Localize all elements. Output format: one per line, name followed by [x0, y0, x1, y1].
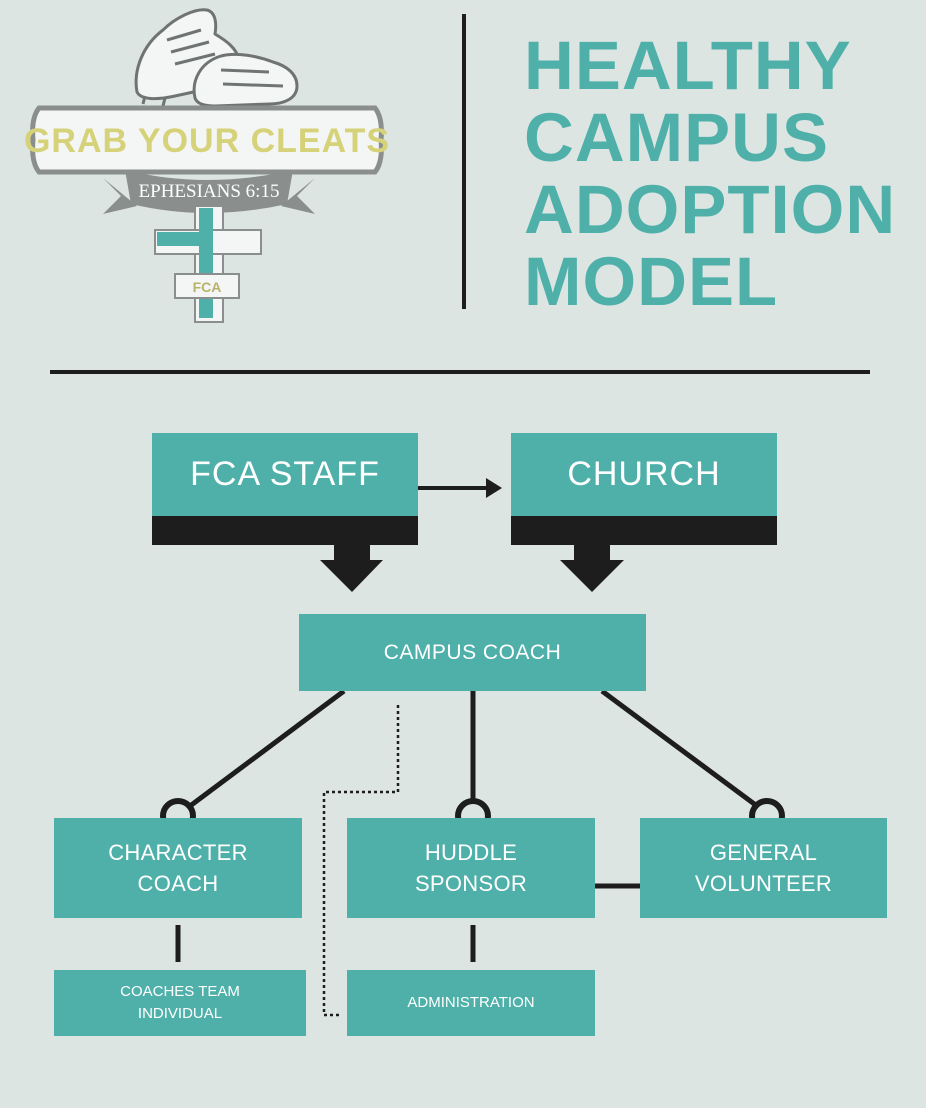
header-divider-vertical — [462, 14, 466, 309]
coaches-team-box: COACHES TEAM INDIVIDUAL — [54, 970, 306, 1036]
staff-down-arrow-icon — [320, 545, 383, 592]
administration-label: ADMINISTRATION — [407, 994, 535, 1011]
church-box: CHURCH — [511, 433, 777, 516]
church-down-arrow-icon — [560, 545, 624, 592]
title-line-3: ADOPTION — [524, 171, 897, 248]
header-divider-horizontal — [50, 370, 870, 374]
campus-coach-label: CAMPUS COACH — [383, 640, 562, 664]
administration-box: ADMINISTRATION — [347, 970, 595, 1036]
cleats-icon — [134, 8, 299, 117]
title-line-4: MODEL — [524, 243, 779, 320]
coaches-team-label: COACHES TEAM INDIVIDUAL — [120, 983, 240, 1022]
page-title: HEALTHY CAMPUS ADOPTION MODEL — [524, 30, 924, 318]
huddle-sponsor-label: HUDDLE SPONSOR — [414, 840, 528, 896]
logo-banner: GRAB YOUR CLEATS — [25, 105, 390, 175]
cross-badge-text: FCA — [193, 279, 222, 295]
cross-icon: FCA — [154, 205, 262, 323]
general-volunteer-label: GENERAL VOLUNTEER — [694, 840, 833, 896]
character-coach-label: CHARACTER COACH — [108, 840, 248, 896]
fca-staff-bar — [152, 516, 418, 545]
church-label: CHURCH — [567, 455, 721, 493]
church-bar — [511, 516, 777, 545]
fca-staff-box: FCA STAFF — [152, 433, 418, 516]
logo-ribbon: EPHESIANS 6:15 — [103, 170, 315, 214]
title-line-1: HEALTHY — [524, 27, 852, 104]
character-coach-box: CHARACTER COACH — [54, 818, 302, 918]
title-line-2: CAMPUS — [524, 99, 830, 176]
fca-staff-label: FCA STAFF — [190, 455, 380, 493]
campus-coach-box: CAMPUS COACH — [299, 614, 646, 691]
grab-your-cleats-logo: GRAB YOUR CLEATS EPHESIANS 6:15 FCA — [25, 8, 390, 323]
huddle-sponsor-box: HUDDLE SPONSOR — [347, 818, 595, 918]
staff-to-church-arrowhead — [486, 478, 502, 498]
general-volunteer-box: GENERAL VOLUNTEER — [640, 818, 887, 918]
logo-ribbon-text: EPHESIANS 6:15 — [139, 181, 280, 202]
logo-banner-text: GRAB YOUR CLEATS — [25, 122, 390, 160]
link-character-coach — [188, 688, 346, 809]
link-general-volunteer — [600, 688, 759, 809]
